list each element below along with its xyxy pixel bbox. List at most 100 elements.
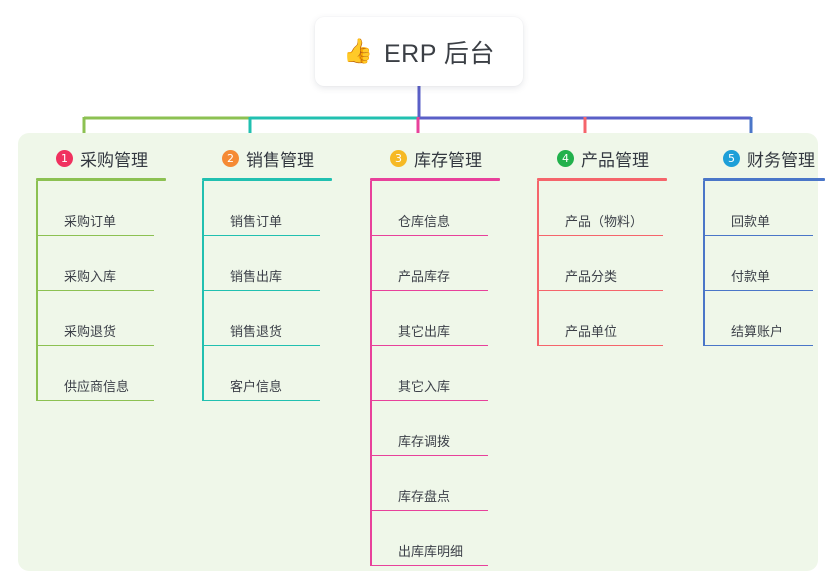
list-item-label: 产品库存 [398,269,451,284]
column-header-4[interactable]: 4 产品管理 [537,145,667,171]
list-item[interactable]: 销售订单 [202,181,332,236]
list-item-label: 回款单 [731,214,771,229]
list-item-label: 付款单 [731,269,771,284]
column-spine-3 [370,181,372,566]
list-item-label: 销售出库 [230,269,283,284]
list-item-label: 库存盘点 [398,489,451,504]
list-item-rule [202,234,320,236]
list-item-rule [36,344,154,346]
list-item[interactable]: 采购订单 [36,181,166,236]
list-item[interactable]: 销售退货 [202,291,332,346]
list-item-rule [370,564,488,566]
list-item-rule [36,399,154,401]
column-items-5: 回款单付款单结算账户 [703,181,825,346]
list-item-label: 产品分类 [565,269,618,284]
list-item[interactable]: 客户信息 [202,346,332,401]
list-item[interactable]: 付款单 [703,236,825,291]
list-item[interactable]: 库存调拨 [370,401,500,456]
thumbs-up-icon: 👍 [343,37,373,65]
root-node-label: ERP 后台 [383,39,495,68]
list-item[interactable]: 产品单位 [537,291,667,346]
column-title-5: 财务管理 [747,150,815,170]
list-item[interactable]: 库存盘点 [370,456,500,511]
list-item-rule [703,289,813,291]
column-3: 3 库存管理仓库信息产品库存其它出库其它入库库存调拨库存盘点出库库明细 [370,145,500,566]
column-badge-2: 2 [222,149,239,167]
column-items-2: 销售订单销售出库销售退货客户信息 [202,181,332,401]
list-item-rule [370,289,488,291]
diagram-panel [18,133,818,571]
list-item-rule [202,399,320,401]
list-item-rule [703,234,813,236]
list-item[interactable]: 仓库信息 [370,181,500,236]
list-item[interactable]: 出库库明细 [370,511,500,566]
list-item-label: 采购入库 [64,269,117,284]
list-item-rule [370,399,488,401]
list-item[interactable]: 产品分类 [537,236,667,291]
list-item[interactable]: 产品（物料） [537,181,667,236]
list-item-rule [202,344,320,346]
column-title-3: 库存管理 [414,150,482,170]
column-items-4: 产品（物料） 产品分类产品单位 [537,181,667,346]
list-item[interactable]: 结算账户 [703,291,825,346]
list-item-rule [370,344,488,346]
list-item[interactable]: 其它出库 [370,291,500,346]
column-header-5[interactable]: 5 财务管理 [703,145,825,171]
column-spine-4 [537,181,539,346]
list-item-rule [537,234,663,236]
column-header-rule-3 [370,178,500,181]
column-spine-2 [202,181,204,401]
list-item-label: 库存调拨 [398,434,451,449]
column-title-2: 销售管理 [246,150,314,170]
column-header-rule-2 [202,178,332,181]
column-title-1: 采购管理 [80,150,148,170]
list-item-label: 销售退货 [230,324,283,339]
list-item-rule [370,234,488,236]
list-item[interactable]: 采购退货 [36,291,166,346]
list-item[interactable]: 采购入库 [36,236,166,291]
list-item[interactable]: 产品库存 [370,236,500,291]
list-item-rule [537,289,663,291]
list-item-rule [370,509,488,511]
list-item[interactable]: 销售出库 [202,236,332,291]
list-item-rule [537,344,663,346]
list-item[interactable]: 回款单 [703,181,825,236]
list-item-label: 采购退货 [64,324,117,339]
column-header-rule-4 [537,178,667,181]
list-item-rule [36,234,154,236]
list-item-rule [370,454,488,456]
column-spine-5 [703,181,705,346]
list-item-label: 其它入库 [398,379,451,394]
list-item-label: 仓库信息 [398,214,451,229]
list-item-label: 采购订单 [64,214,117,229]
list-item-label: 销售订单 [230,214,283,229]
column-spine-1 [36,181,38,401]
root-node-card[interactable]: 👍 ERP 后台 [315,17,523,86]
root-node-content: 👍 ERP 后台 [343,34,495,70]
list-item-label: 结算账户 [731,324,784,339]
list-item-label: 出库库明细 [398,544,464,559]
column-items-1: 采购订单采购入库采购退货供应商信息 [36,181,166,401]
column-badge-5: 5 [723,149,740,167]
list-item-label: 产品（物料） [565,214,644,229]
column-items-3: 仓库信息产品库存其它出库其它入库库存调拨库存盘点出库库明细 [370,181,500,566]
column-2: 2 销售管理销售订单销售出库销售退货客户信息 [202,145,332,401]
list-item-label: 客户信息 [230,379,283,394]
list-item-rule [202,289,320,291]
column-4: 4 产品管理产品（物料） 产品分类产品单位 [537,145,667,346]
list-item[interactable]: 供应商信息 [36,346,166,401]
list-item-rule [36,289,154,291]
column-badge-3: 3 [390,149,407,167]
column-5: 5 财务管理回款单付款单结算账户 [703,145,825,346]
column-header-rule-5 [703,178,825,181]
column-title-4: 产品管理 [581,150,649,170]
column-header-3[interactable]: 3 库存管理 [370,145,500,171]
list-item-label: 供应商信息 [64,379,130,394]
column-header-rule-1 [36,178,166,181]
list-item[interactable]: 其它入库 [370,346,500,401]
list-item-rule [703,344,813,346]
column-badge-4: 4 [557,149,574,167]
column-header-2[interactable]: 2 销售管理 [202,145,332,171]
